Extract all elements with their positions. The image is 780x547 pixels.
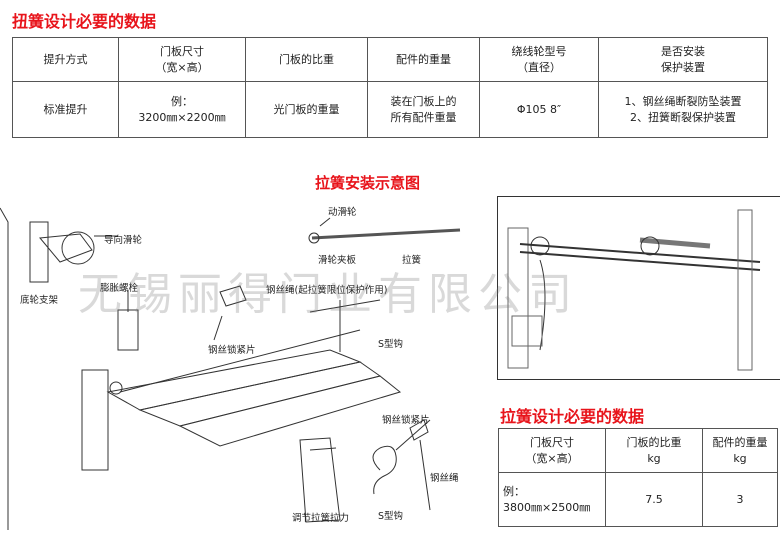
label-pulley-clamp: 滑轮夹板 — [318, 255, 357, 266]
ext-header-door-size: 门板尺寸 （宽×高） — [498, 428, 606, 473]
cell-line: Φ105 8″ — [516, 102, 562, 116]
header-panel-weight: 门板的比重 — [245, 37, 368, 82]
label-s-hook-bottom: S型钩 — [378, 511, 404, 522]
cell-line: （宽×高） — [155, 60, 209, 74]
torsion-title: 扭簧设计必要的数据 — [12, 12, 157, 31]
cell-drum-model: Φ105 8″ — [479, 81, 599, 138]
ext-header-panel-weight: 门板的比重 kg — [605, 428, 703, 473]
label-s-hook: S型钩 — [378, 339, 404, 350]
cell-line: 门板尺寸 — [160, 44, 204, 58]
cell-line: 绕线轮型号 — [511, 44, 567, 58]
ext-cell-panel-weight: 7.5 — [605, 472, 703, 527]
cell-fitting-weight: 装在门板上的所有配件重量 — [367, 81, 480, 138]
cell-line: 3200㎜×2200㎜ — [138, 110, 226, 124]
header-lift-type: 提升方式 — [12, 37, 119, 82]
cell-line: 配件的重量 — [396, 52, 451, 66]
cell-line: 门板的比重 — [279, 52, 334, 66]
cell-line: 所有配件重量 — [390, 110, 457, 124]
cell-line: 是否安装 — [661, 44, 705, 58]
header-protection: 是否安装保护装置 — [598, 37, 768, 82]
header-door-size: 门板尺寸 （宽×高） — [118, 37, 246, 82]
cell-line: 配件的重量 — [712, 435, 768, 449]
cell-line: 1、钢丝绳断裂防坠装置 — [624, 94, 742, 108]
label-cable-clamp-top: 钢丝锁紧片 — [208, 345, 256, 356]
cell-line: 保护装置 — [661, 60, 705, 74]
torsion-data-table: 提升方式 门板尺寸 （宽×高） 门板的比重 配件的重量 绕线轮型号 （直径） 是否安… — [12, 37, 768, 138]
label-cable-limit: 钢丝绳(起拉簧限位保护作用) — [266, 285, 388, 296]
ext-cell-fitting-weight: 3 — [702, 472, 778, 527]
cell-line: 门板的比重 — [626, 435, 682, 449]
label-bottom-bracket: 底轮支架 — [20, 295, 59, 306]
cell-line: 2、扭簧断裂保护装置 — [630, 110, 736, 124]
cell-line: 3800㎜×2500㎜ — [503, 500, 591, 514]
label-spring: 拉簧 — [402, 255, 422, 266]
label-cable-clamp-bottom: 钢丝锁紧片 — [382, 415, 430, 426]
header-drum-model: 绕线轮型号 （直径） — [479, 37, 599, 82]
cell-protection: 1、钢丝绳断裂防坠装置 2、扭簧断裂保护装置 — [598, 81, 768, 138]
cell-line: 光门板的重量 — [273, 102, 340, 116]
cell-line: 标准提升 — [43, 102, 88, 116]
label-cable: 钢丝绳 — [430, 473, 459, 484]
extension-diagram-title: 拉簧安装示意图 — [315, 174, 421, 192]
ext-header-fitting-weight: 配件的重量 kg — [702, 428, 778, 473]
extension-title: 拉簧设计必要的数据 — [500, 407, 645, 426]
cell-line: 3 — [736, 492, 744, 506]
cell-line: （宽×高） — [525, 451, 579, 465]
label-guide-pulley: 导向滑轮 — [104, 235, 143, 246]
cell-line: 装在门板上的 — [390, 94, 457, 108]
cell-line: kg — [647, 451, 661, 465]
label-moving-pulley: 动滑轮 — [328, 207, 357, 218]
cell-line: 7.5 — [645, 492, 663, 506]
cell-line: 例： — [171, 94, 193, 108]
cell-line: 提升方式 — [43, 52, 88, 66]
ext-cell-door-size: 例： 3800㎜×2500㎜ — [498, 472, 606, 527]
cell-panel-weight: 光门板的重量 — [245, 81, 368, 138]
cell-lift-type: 标准提升 — [12, 81, 119, 138]
photo-panel — [497, 196, 780, 380]
cell-line: kg — [733, 451, 747, 465]
cell-line: 例： — [503, 484, 525, 498]
label-expansion-bolt: 膨胀螺栓 — [100, 283, 139, 294]
header-fitting-weight: 配件的重量 — [367, 37, 480, 82]
cell-line: （直径） — [517, 60, 561, 74]
label-adjust-tension: 调节拉簧拉力 — [292, 513, 350, 524]
cell-door-size: 例： 3200㎜×2200㎜ — [118, 81, 246, 138]
cell-line: 门板尺寸 — [530, 435, 574, 449]
